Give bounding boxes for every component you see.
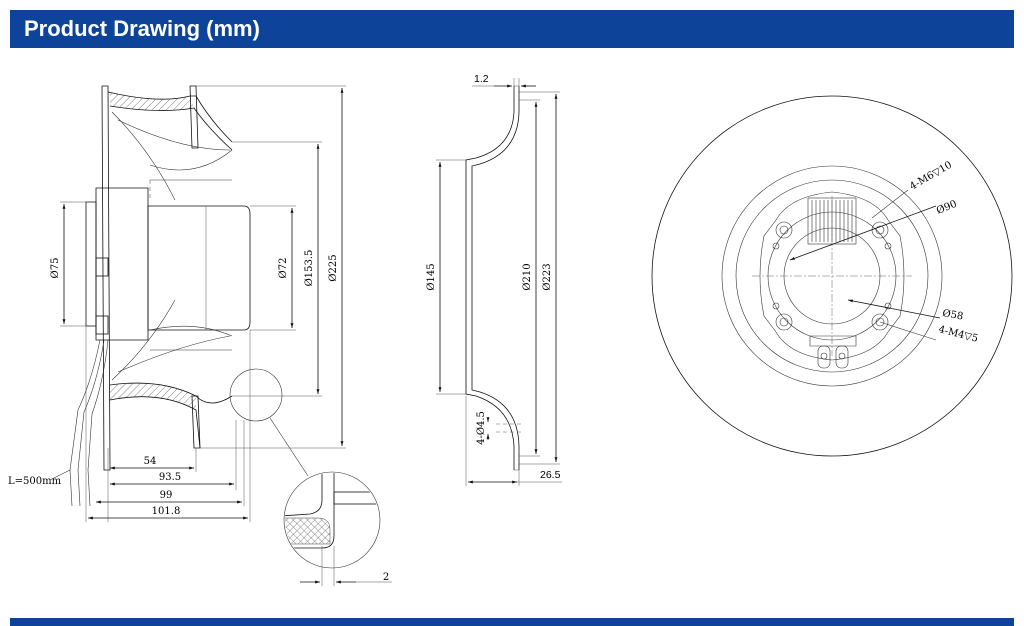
side-view-labels: Ø75 Ø72 Ø153.5 Ø225 L=500mm 54 93.5 99 1… — [8, 250, 339, 517]
label-d72: Ø72 — [278, 258, 289, 279]
label-d153-5: Ø153.5 — [304, 250, 315, 287]
label-d75: Ø75 — [50, 258, 61, 279]
inlet-ring-labels: 1.2 Ø145 Ø210 Ø223 4-Ø4.5 26.5 — [426, 73, 561, 481]
label-screw-outer: 4-M6▽10 — [908, 160, 954, 193]
label-pcd-outer: Ø90 — [935, 199, 959, 217]
screw-holes — [772, 221, 892, 331]
label-pcd-inner: Ø58 — [941, 308, 964, 322]
title-banner: Product Drawing (mm) — [10, 10, 1014, 48]
label-1-2: 1.2 — [474, 73, 489, 85]
label-26-5: 26.5 — [540, 469, 561, 481]
front-view-dimensions — [789, 189, 941, 341]
side-view-dimensions — [49, 85, 346, 522]
label-54: 54 — [144, 456, 157, 467]
inlet-ring-dimensions — [436, 78, 562, 486]
label-d145: Ø145 — [426, 263, 437, 290]
inlet-ring-view — [465, 85, 524, 471]
label-93-5: 93.5 — [159, 472, 181, 483]
footer-banner — [10, 618, 1014, 626]
front-view — [651, 95, 1013, 457]
label-cable-length: L=500mm — [8, 476, 62, 487]
label-holes: 4-Ø4.5 — [476, 411, 487, 445]
label-101-8: 101.8 — [152, 506, 181, 517]
page-title: Product Drawing (mm) — [24, 16, 260, 41]
label-d210: Ø210 — [522, 263, 533, 290]
label-99: 99 — [160, 490, 173, 501]
label-detail-thickness: 2 — [383, 572, 389, 583]
side-view — [69, 85, 309, 507]
label-screw-inner: 4-M4▽5 — [937, 324, 979, 344]
label-d225: Ø225 — [328, 254, 339, 281]
cable-outlet — [809, 335, 857, 369]
detail-view: 2 — [283, 471, 392, 586]
label-d223: Ø223 — [542, 263, 553, 290]
